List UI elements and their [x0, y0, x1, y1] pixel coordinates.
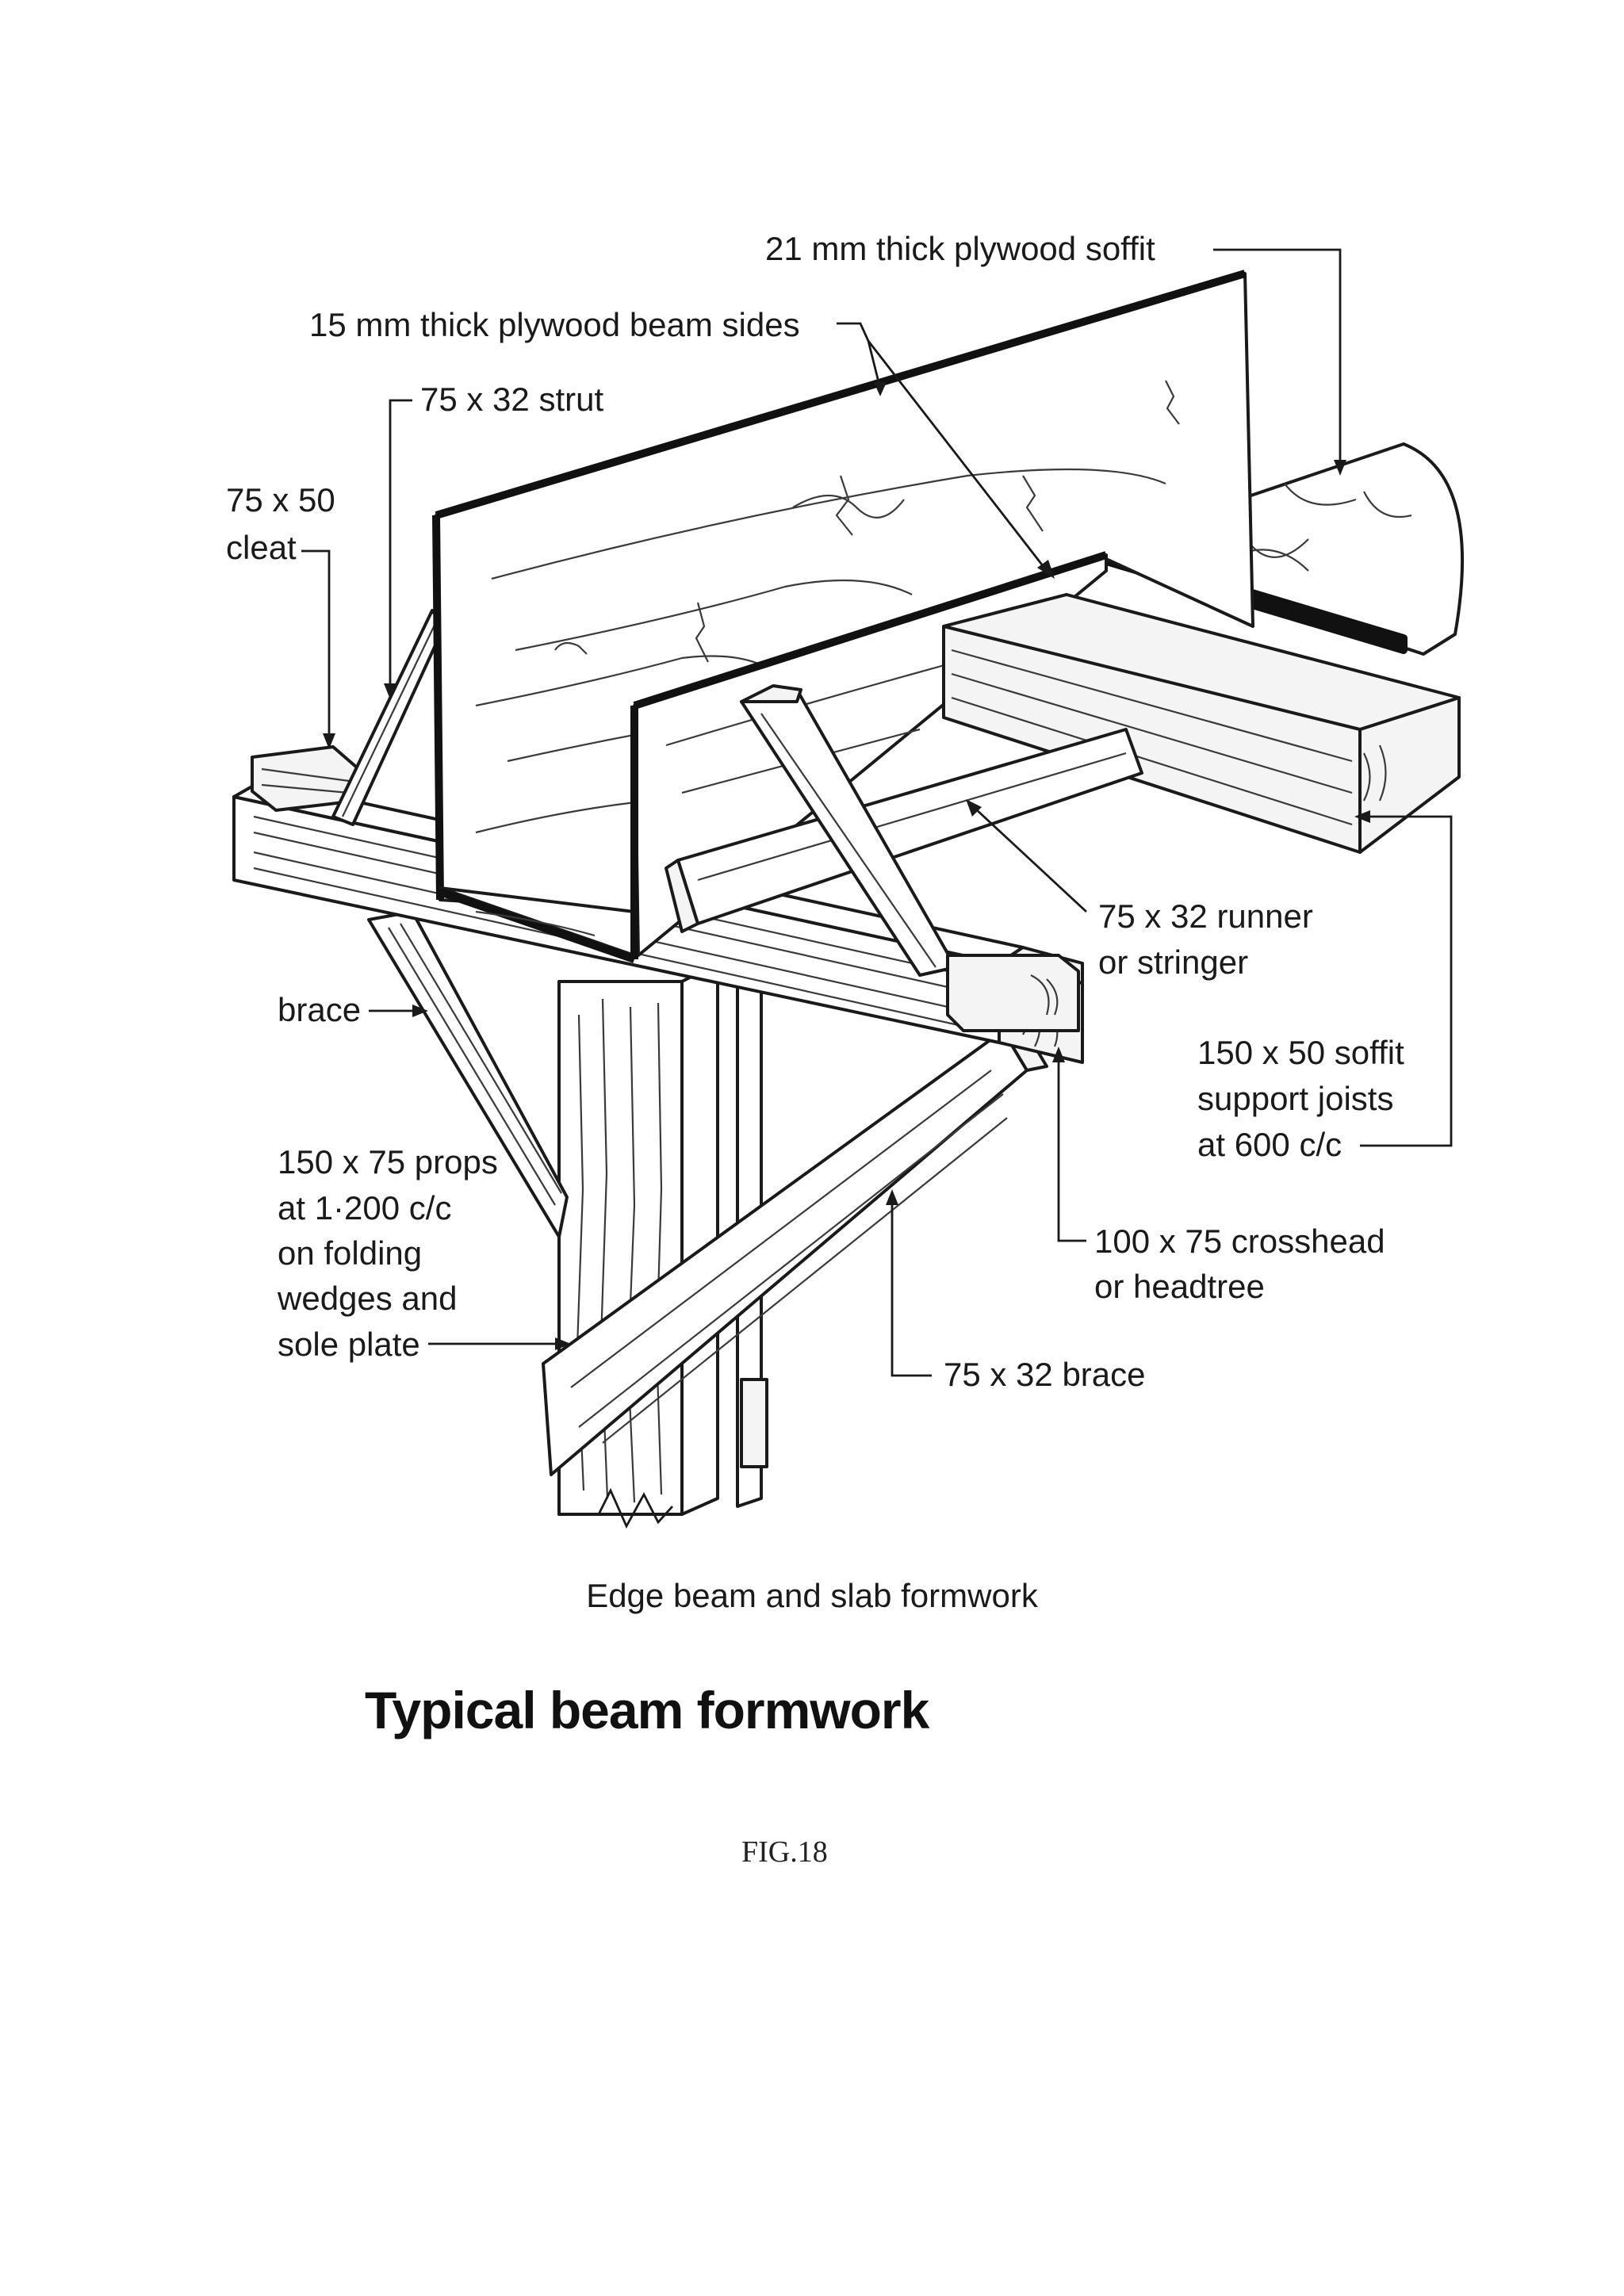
label-props-line1: 150 x 75 props: [278, 1143, 498, 1181]
label-cleat: cleat: [226, 529, 297, 566]
label-joists-line1: 150 x 50 soffit: [1197, 1034, 1404, 1071]
soffit-joist-drawing: [942, 593, 1461, 854]
leader-lines: [301, 248, 1453, 1377]
strut-drawing: [331, 609, 446, 826]
cleat-drawing: [251, 745, 358, 812]
section-heading: Typical beam formwork: [365, 1681, 930, 1739]
label-strut: 75 x 32 strut: [420, 381, 603, 418]
diagram-caption: Edge beam and slab formwork: [586, 1577, 1039, 1614]
label-crosshead-line2: or headtree: [1094, 1268, 1265, 1305]
label-runner-line1: 75 x 32 runner: [1098, 897, 1313, 935]
crosshead-end-block-drawing: [946, 954, 1080, 1032]
label-brace-bottom: 75 x 32 brace: [944, 1356, 1146, 1393]
label-runner-line2: or stringer: [1098, 943, 1248, 981]
label-plywood-soffit: 21 mm thick plywood soffit: [765, 230, 1155, 267]
label-props-line3: on folding: [278, 1234, 422, 1272]
label-cleat-size: 75 x 50: [226, 481, 335, 519]
left-brace-drawing: [367, 910, 569, 1238]
label-joists-line3: at 600 c/c: [1197, 1126, 1342, 1163]
label-plywood-beam-sides: 15 mm thick plywood beam sides: [309, 306, 800, 343]
runner-drawing: [665, 728, 1143, 933]
label-props-line4: wedges and: [277, 1280, 458, 1317]
label-crosshead-line1: 100 x 75 crosshead: [1094, 1223, 1385, 1260]
figure-number: FIG.18: [741, 1835, 828, 1869]
label-joists-line2: support joists: [1197, 1080, 1393, 1117]
label-props-line2: at 1·200 c/c: [278, 1189, 451, 1226]
label-brace-left: brace: [278, 991, 361, 1028]
label-props-line5: sole plate: [278, 1326, 420, 1363]
